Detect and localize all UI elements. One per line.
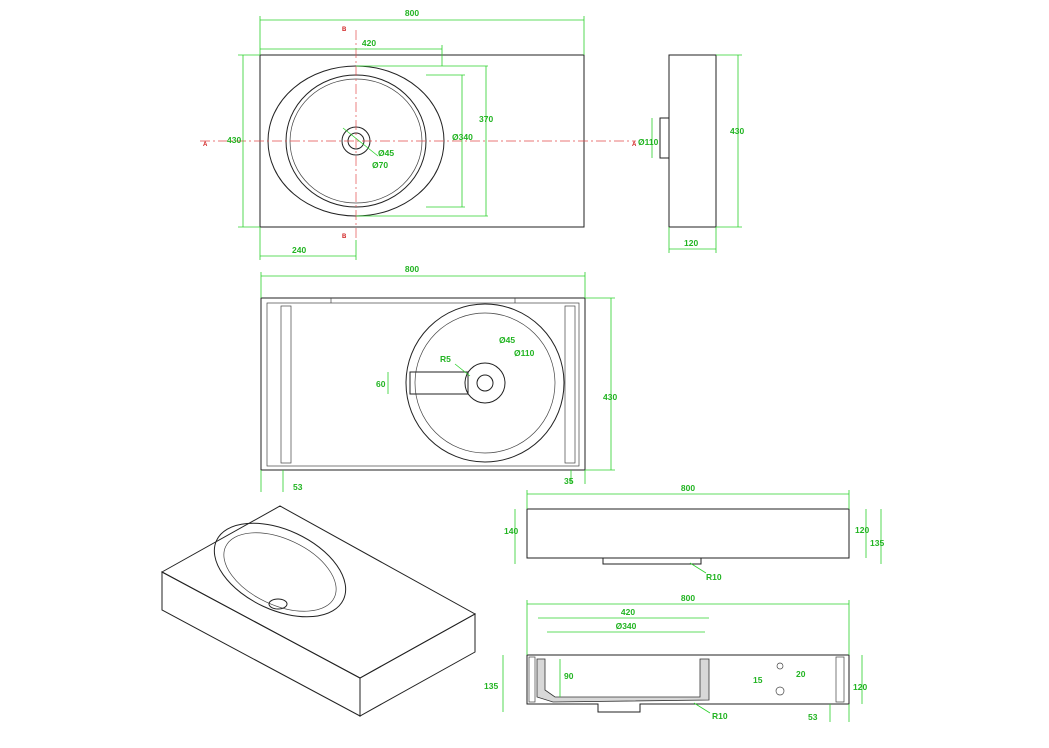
dim-side-drain: Ø110 [638,137,659,147]
dim-bowl-offset: 420 [362,38,376,48]
section-view-bowl-cut [536,658,710,703]
dim-plan-drain-inner: Ø45 [499,335,515,345]
dim-plan-radius: R5 [440,354,451,364]
dim-drain-inner: Ø45 [378,148,394,158]
side-view-drain-stub [659,117,670,159]
dim-plan-channel: 60 [376,379,386,389]
section-mark-bottom: B [342,234,347,240]
dim-front-height: 140 [504,526,518,536]
plan-view-bowl-outer [405,303,565,463]
dim-bowl-diameter: Ø340 [452,132,473,142]
side-view: Ø110 430 120 [638,54,744,253]
dim-side-depth: 120 [684,238,698,248]
section-view-outline [526,654,850,713]
dim-section-thickness: 120 [853,682,867,692]
dim-bowl-height: 370 [479,114,493,124]
dim-plan-width: 800 [405,264,419,274]
isometric-view [160,505,477,717]
dim-plan-left-margin: 53 [293,482,303,492]
plan-view-channel [409,371,469,395]
plan-view-outline [260,297,586,471]
dim-section-depth: 90 [564,671,574,681]
dim-front-radius: R10 [706,572,722,582]
iso-drain [268,598,288,610]
front-view-drain [602,557,702,565]
dim-section-total: 135 [484,681,498,691]
front-view-outline [526,508,850,559]
dim-front-thickness: 120 [855,525,869,535]
dim-section-hole-b: 20 [796,669,806,679]
top-view: A A B B 800 420 430 370 Ø340 Ø45 Ø70 240 [200,8,637,260]
iso-top-face [160,505,477,679]
dim-section-bowl-span: 420 [621,607,635,617]
iso-side-face [359,613,476,717]
section-mark-left: A [203,142,208,148]
side-view-outline [668,54,717,228]
plan-view-drain-outer [464,362,506,404]
iso-front-face [161,571,361,717]
dim-side-height: 430 [730,126,744,136]
section-view: 800 420 Ø340 90 135 120 R10 15 20 53 [484,593,867,722]
iso-bowl-outer [213,522,347,618]
dim-plan-drain-outer: Ø110 [514,348,535,358]
dim-section-hole-a: 15 [753,675,763,685]
dim-front-total: 135 [870,538,884,548]
iso-bowl-inner [223,532,337,612]
plan-view: 800 Ø45 Ø110 R5 60 430 53 35 [260,264,617,492]
front-view: 800 140 120 135 R10 [504,483,884,582]
dim-drain-outer: Ø70 [372,160,388,170]
dim-top-height: 430 [227,135,241,145]
section-mark-right: A [632,142,637,148]
dim-front-width: 800 [681,483,695,493]
plan-view-bowl-inner [414,312,556,454]
section-mark-top: B [342,27,347,33]
plan-view-drain-inner [476,374,494,392]
dim-section-radius: R10 [712,711,728,721]
dim-left-offset: 240 [292,245,306,255]
dim-section-width: 800 [681,593,695,603]
dim-section-margin: 53 [808,712,818,722]
dim-line-drain [342,127,379,157]
dim-top-width: 800 [405,8,419,18]
dim-section-bowl-diameter: Ø340 [616,621,637,631]
dim-plan-height: 430 [603,392,617,402]
dim-plan-right-margin: 35 [564,476,574,486]
